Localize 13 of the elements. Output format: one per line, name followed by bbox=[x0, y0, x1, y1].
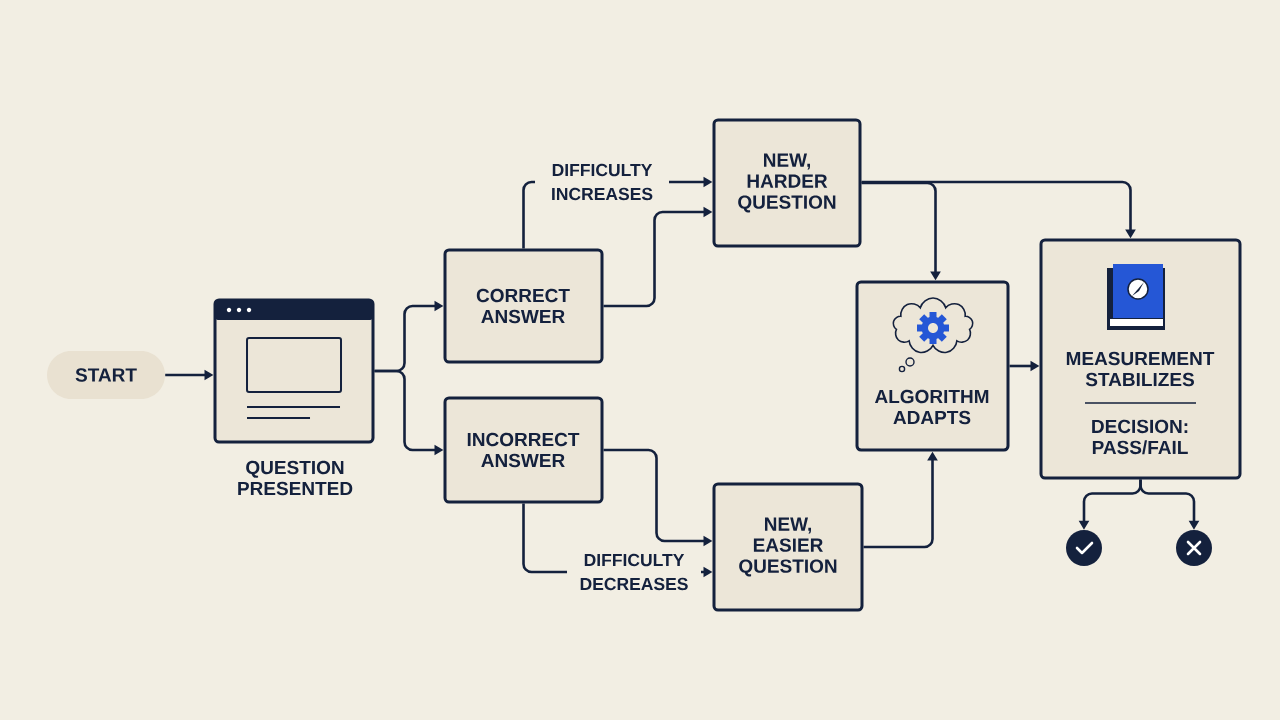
node-text: CORRECT ANSWER bbox=[476, 288, 570, 324]
node-text: DECISION: PASS/FAIL bbox=[1092, 419, 1188, 455]
cross-circle bbox=[1176, 530, 1212, 566]
node-text: QUESTION PRESENTED bbox=[238, 460, 353, 496]
check-circle bbox=[1066, 530, 1102, 566]
edge-label: DIFFICULTY INCREASES bbox=[535, 161, 669, 203]
node-text: ALGORITHM ADAPTS bbox=[874, 389, 989, 425]
node-text: NEW, HARDER QUESTION bbox=[738, 153, 836, 213]
node-text: INCORRECT ANSWER bbox=[467, 432, 580, 468]
edge-label: DIFFICULTY DECREASES bbox=[567, 551, 701, 593]
node-text: NEW, EASIER QUESTION bbox=[739, 517, 837, 577]
node-text: MEASUREMENT STABILIZES bbox=[1066, 351, 1215, 387]
node-text: START bbox=[75, 368, 137, 382]
